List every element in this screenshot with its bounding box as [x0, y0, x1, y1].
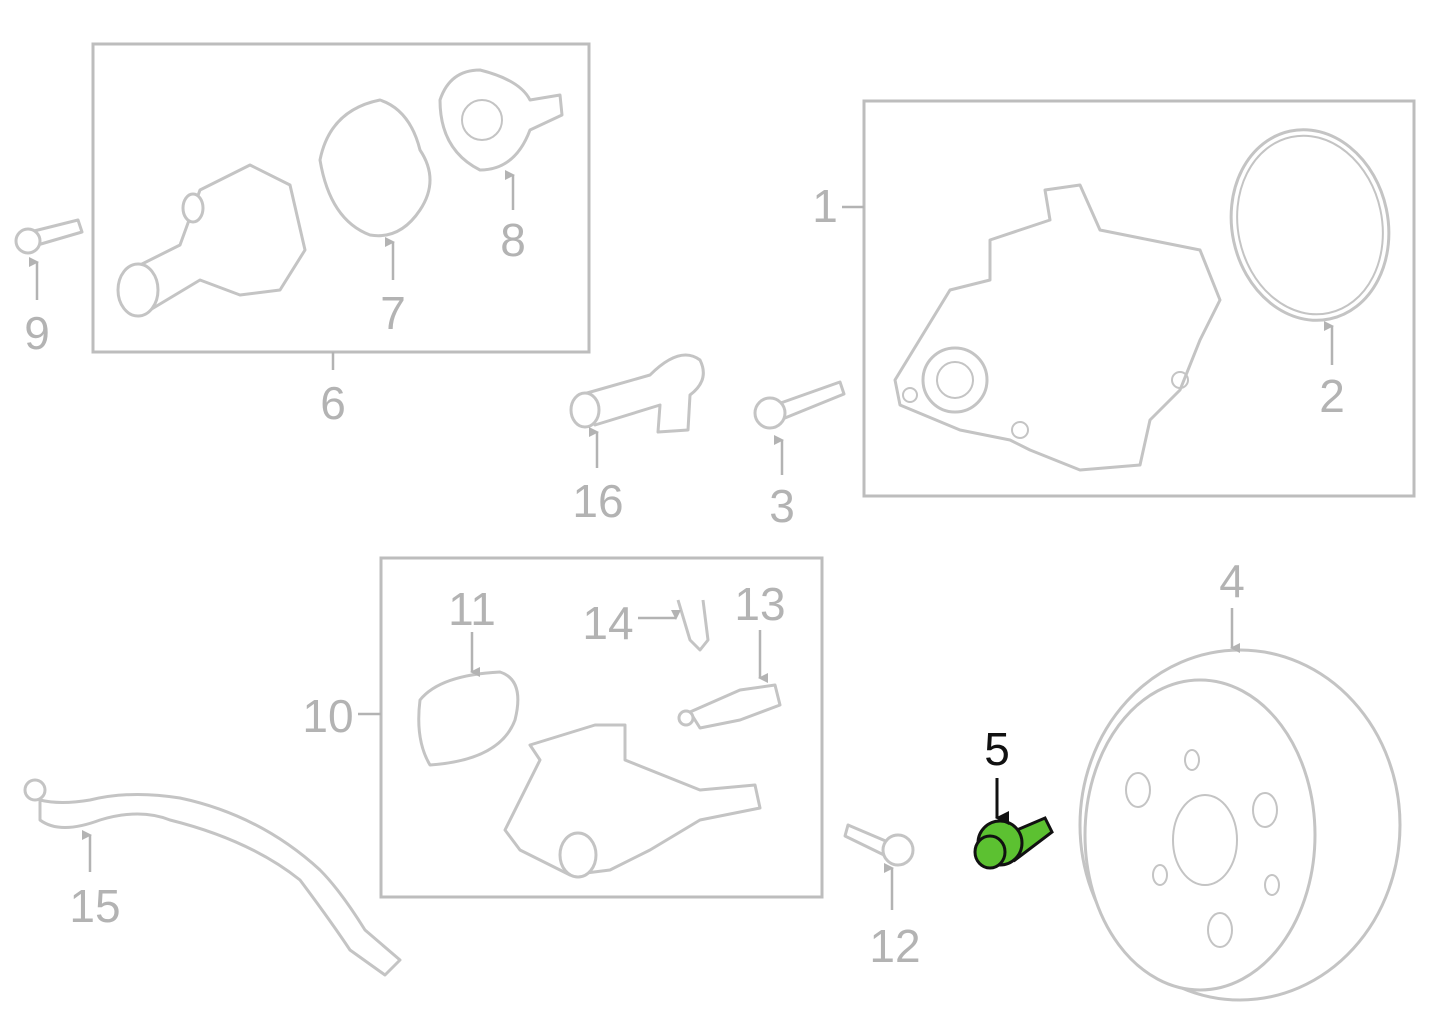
- part-16-hose[interactable]: [569, 353, 705, 434]
- part-14-clip[interactable]: [676, 599, 710, 652]
- callout-3[interactable]: 3: [769, 480, 795, 532]
- part-2-o-ring[interactable]: [1214, 115, 1407, 335]
- part-7-gasket[interactable]: [318, 98, 432, 238]
- part-13-sensor[interactable]: [677, 683, 782, 730]
- part-1-water-pump[interactable]: [893, 183, 1222, 472]
- callout-4[interactable]: 4: [1219, 555, 1245, 607]
- callout-12[interactable]: 12: [869, 920, 920, 972]
- callout-10[interactable]: 10: [302, 690, 353, 742]
- part-12-bolt[interactable]: [843, 823, 915, 867]
- part-5-bolt-highlighted[interactable]: [973, 816, 1054, 870]
- assembly-box-6: [91, 42, 591, 354]
- part-4-pulley[interactable]: [1078, 648, 1402, 1002]
- part-3-bolt[interactable]: [753, 380, 846, 430]
- part-8-thermostat[interactable]: [438, 68, 564, 172]
- part-11-gasket[interactable]: [417, 670, 520, 767]
- callout-6[interactable]: 6: [320, 377, 346, 429]
- callout-13[interactable]: 13: [734, 578, 785, 630]
- part-10-outlet[interactable]: [503, 723, 762, 879]
- callout-5[interactable]: 5: [984, 723, 1010, 775]
- part-6-housing[interactable]: [116, 163, 307, 318]
- callout-1[interactable]: 1: [812, 180, 838, 232]
- assembly-box-1: [862, 99, 1416, 498]
- callout-2[interactable]: 2: [1319, 370, 1345, 422]
- callout-16[interactable]: 16: [572, 475, 623, 527]
- callout-9[interactable]: 9: [24, 307, 50, 359]
- part-15-hose[interactable]: [23, 778, 402, 977]
- callout-14[interactable]: 14: [582, 597, 633, 649]
- callout-11[interactable]: 11: [448, 583, 496, 635]
- callout-15[interactable]: 15: [69, 880, 120, 932]
- callout-7[interactable]: 7: [380, 287, 406, 339]
- assembly-box-10: [379, 556, 824, 899]
- callout-8[interactable]: 8: [500, 214, 526, 266]
- part-9-bolt[interactable]: [14, 218, 84, 255]
